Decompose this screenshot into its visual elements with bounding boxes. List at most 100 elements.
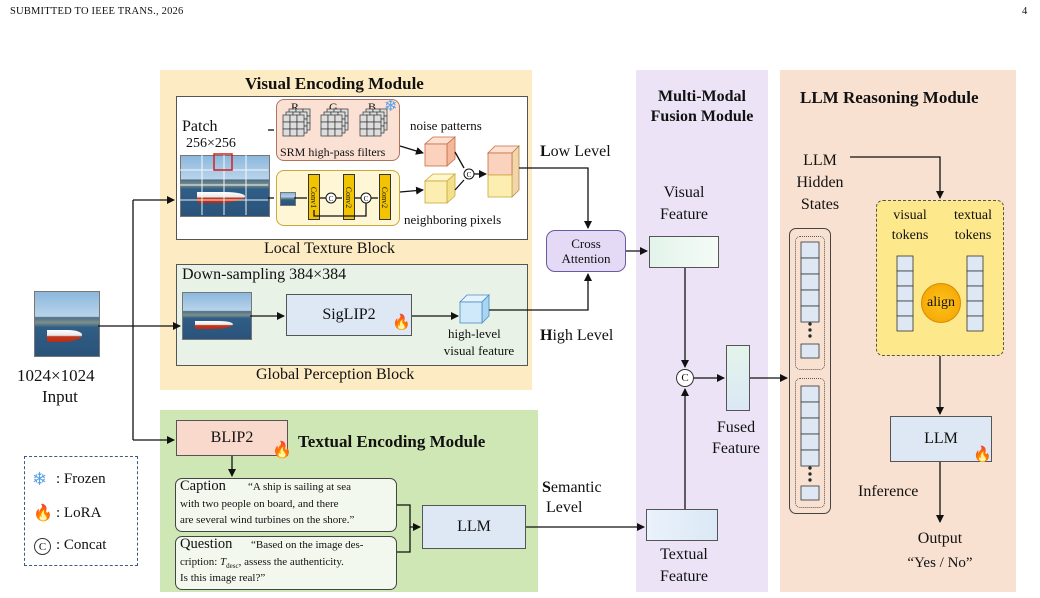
paper-header: SUBMITTED TO IEEE TRANS., 2026 bbox=[10, 6, 184, 17]
hidden-states-label-3: States bbox=[800, 196, 840, 213]
textual-token-cell bbox=[966, 300, 984, 317]
question-text-3: Is this image real?” bbox=[180, 572, 266, 584]
ellipsis-dot bbox=[808, 466, 812, 470]
hidden-state-cell bbox=[800, 401, 820, 419]
hidden-states-group-1 bbox=[795, 236, 825, 370]
local-texture-label: Local Texture Block bbox=[264, 240, 395, 257]
caption-text-1: “A ship is sailing at sea bbox=[248, 481, 351, 493]
hidden-state-cell bbox=[800, 305, 820, 323]
textual-tokens-label-2: tokens bbox=[954, 228, 992, 243]
noise-cube bbox=[423, 136, 457, 167]
textual-tokens-label-1: textual bbox=[953, 208, 993, 223]
low-level-label: Low Level bbox=[540, 143, 611, 160]
ellipsis-dot bbox=[808, 478, 812, 482]
downsampled-image bbox=[182, 292, 252, 340]
page-number: 4 bbox=[1022, 6, 1028, 17]
fusion-panel bbox=[636, 70, 768, 592]
fused-feature-label-2: Feature bbox=[712, 440, 760, 457]
neighboring-pixels-label: neighboring pixels bbox=[404, 212, 502, 227]
high-level-label: High Level bbox=[540, 327, 614, 344]
caption-text-2: with two people on board, and there bbox=[180, 498, 339, 510]
patch-label: Patch bbox=[182, 118, 218, 135]
legend-frozen: : Frozen bbox=[56, 471, 106, 487]
cross-attention-box: Cross Attention bbox=[546, 230, 626, 272]
semantic-level-label: Semantic bbox=[542, 479, 602, 496]
legend-concat: : Concat bbox=[56, 537, 107, 553]
input-image bbox=[34, 291, 100, 357]
srm-grid-cell bbox=[296, 128, 305, 137]
visual-feature-box bbox=[649, 236, 719, 268]
output-label: Output bbox=[917, 530, 963, 547]
hidden-state-cell bbox=[800, 449, 820, 467]
hidden-state-cell bbox=[800, 417, 820, 435]
fused-feature-label-1: Fused bbox=[716, 419, 756, 436]
question-box bbox=[175, 536, 397, 590]
hidden-state-cell bbox=[800, 257, 820, 275]
llm-module-title: LLM Reasoning Module bbox=[800, 88, 979, 107]
high-level-feature-label-2: visual feature bbox=[443, 343, 515, 358]
textual-feature-label-1: Textual bbox=[660, 546, 708, 563]
output-value: “Yes / No” bbox=[907, 555, 973, 571]
hidden-states-label-1: LLM bbox=[803, 152, 837, 169]
legend-fire-icon: 🔥 bbox=[33, 505, 53, 522]
visual-token-cell bbox=[896, 300, 914, 317]
lora-fire-icon-blip: 🔥 bbox=[272, 442, 292, 459]
conv2-layer-b: Conv2 bbox=[379, 174, 391, 220]
channel-r: R bbox=[291, 100, 300, 114]
textual-feature-box bbox=[646, 509, 718, 541]
textual-token-cell bbox=[966, 315, 984, 332]
visual-token-cell bbox=[896, 315, 914, 332]
legend-box bbox=[24, 456, 138, 566]
siglip2-encoder: SigLIP2 bbox=[286, 294, 412, 336]
visual-token-cell bbox=[896, 270, 914, 287]
lora-fire-icon-llm: 🔥 bbox=[973, 447, 992, 463]
fusion-title-2: Fusion Module bbox=[650, 108, 754, 125]
neighbor-cube bbox=[423, 173, 457, 204]
hidden-states-group-2 bbox=[795, 378, 825, 508]
hidden-state-cell bbox=[800, 273, 820, 291]
visual-feature-label-1: Visual bbox=[663, 184, 705, 201]
svg-text:C: C bbox=[364, 195, 369, 203]
textual-token-cell bbox=[966, 255, 984, 272]
conv2-layer-a: Conv2 bbox=[343, 174, 355, 220]
conv1-layer: Conv1 bbox=[308, 174, 320, 220]
visual-tokens-label-1: visual bbox=[893, 208, 927, 223]
fused-feature-box bbox=[726, 345, 750, 411]
svg-text:C: C bbox=[467, 171, 472, 179]
input-size: 1024×1024 bbox=[17, 366, 95, 385]
channel-b: B bbox=[368, 100, 377, 114]
legend-lora: : LoRA bbox=[56, 505, 102, 521]
input-label: Input bbox=[42, 387, 78, 406]
question-label: Question bbox=[180, 536, 233, 552]
legend-snowflake-icon: ❄ bbox=[32, 469, 48, 489]
visual-module-title: Visual Encoding Module bbox=[245, 74, 424, 93]
semantic-level-label-line2: Level bbox=[546, 499, 583, 516]
fusion-title-1: Multi-Modal bbox=[658, 88, 746, 105]
srm-grid-cell bbox=[334, 128, 343, 137]
question-text-1: “Based on the image des- bbox=[251, 539, 364, 551]
text-llm-box: LLM bbox=[422, 505, 526, 549]
inference-label: Inference bbox=[858, 483, 919, 500]
hidden-state-cell bbox=[800, 289, 820, 307]
hidden-states-stack bbox=[789, 228, 831, 514]
noise-patterns-label: noise patterns bbox=[410, 118, 482, 133]
frozen-snowflake-icon: ❄ bbox=[384, 98, 398, 115]
hidden-state-cell bbox=[800, 433, 820, 451]
hidden-state-cell bbox=[800, 485, 820, 501]
srm-label: SRM high-pass filters bbox=[280, 145, 386, 159]
visual-feature-label-2: Feature bbox=[660, 206, 708, 223]
hidden-state-cell bbox=[800, 241, 820, 259]
ellipsis-dot bbox=[808, 322, 812, 326]
svg-text:C: C bbox=[329, 195, 334, 203]
visual-token-cell bbox=[896, 255, 914, 272]
question-text-2: cription: Tdesc, assess the authenticity… bbox=[180, 556, 344, 571]
ellipsis-dot bbox=[808, 334, 812, 338]
visual-token-cell bbox=[896, 285, 914, 302]
caption-text-3: are several wind turbines on the shore.” bbox=[180, 514, 355, 526]
caption-box bbox=[175, 478, 397, 532]
patch-size: 256×256 bbox=[186, 136, 236, 151]
hidden-state-cell bbox=[800, 385, 820, 403]
